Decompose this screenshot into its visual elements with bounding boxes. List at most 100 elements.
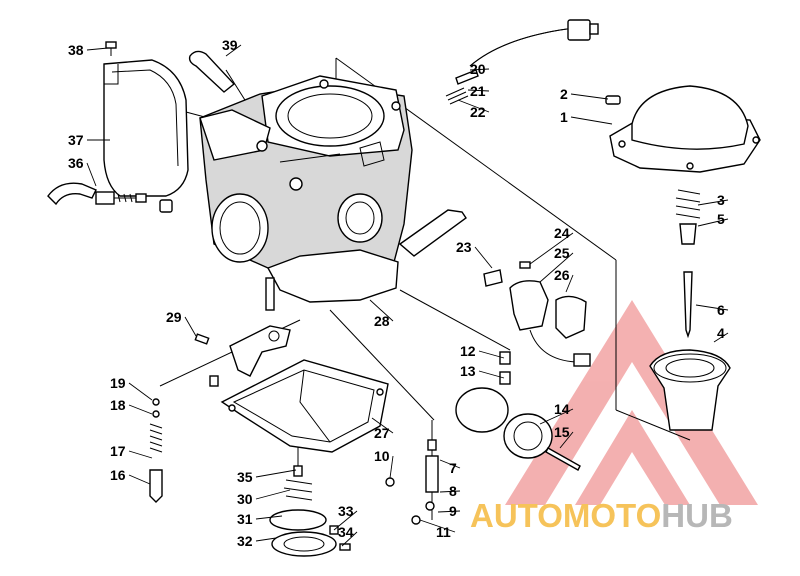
leader-line-11: [419, 519, 456, 533]
callout-number-32: 32: [237, 533, 253, 549]
carburetor-body: [199, 75, 467, 311]
leader-line-10: [389, 455, 394, 479]
watermark-part-b: HUB: [661, 497, 733, 534]
center-line-valve: [399, 289, 511, 351]
leader-line-31: [255, 515, 283, 520]
leader-line-35: [255, 469, 297, 478]
callout-number-4: 4: [717, 325, 725, 341]
callout-layer: 1234567891011121314151617181920212223242…: [68, 37, 729, 549]
leader-line-23: [474, 246, 493, 269]
callout-number-16: 16: [110, 467, 126, 483]
callout-number-23: 23: [456, 239, 472, 255]
diaphragm-cap: [455, 387, 581, 471]
callout-number-13: 13: [460, 363, 476, 379]
leader-line-34: [341, 531, 358, 547]
callout-number-35: 35: [237, 469, 253, 485]
callout-number-6: 6: [717, 302, 725, 318]
callout-number-36: 36: [68, 155, 84, 171]
leader-line-24: [529, 232, 574, 265]
center-line-right-bottom: [615, 409, 691, 441]
callout-number-24: 24: [554, 225, 570, 241]
leader-line-38: [86, 47, 109, 51]
logo-triangle-outer: [505, 300, 758, 505]
callout-number-34: 34: [338, 524, 354, 540]
enrichener-valve: [483, 261, 591, 367]
leader-line-5: [697, 218, 729, 227]
callout-number-39: 39: [222, 37, 238, 53]
float-arm: [194, 325, 291, 387]
callout-number-30: 30: [237, 491, 253, 507]
center-line-drain: [329, 309, 435, 421]
logo-triangle-inner: [575, 410, 690, 505]
leader-line-8: [439, 490, 461, 493]
callout-number-25: 25: [554, 245, 570, 261]
leader-line-36: [86, 162, 97, 187]
watermark-part-a: AUTOMOTO: [470, 497, 662, 534]
leader-line-14: [539, 408, 574, 425]
callout-number-11: 11: [436, 524, 451, 540]
leader-line-39: [225, 44, 242, 57]
callout-number-8: 8: [449, 483, 457, 499]
leader-line-27: [371, 417, 394, 434]
leader-line-30: [255, 489, 291, 500]
sensor-lead: [445, 19, 599, 105]
vent-hose-assembly: [47, 182, 173, 213]
leader-line-12: [478, 350, 505, 359]
main-jet-parts: [385, 439, 439, 525]
callout-number-20: 20: [470, 61, 486, 77]
leader-line-32: [255, 537, 277, 542]
callout-number-21: 21: [470, 83, 486, 99]
fuel-hose: [188, 50, 236, 93]
callout-number-14: 14: [554, 401, 570, 417]
callout-number-27: 27: [374, 425, 390, 441]
callout-number-37: 37: [68, 132, 84, 148]
callout-number-9: 9: [449, 503, 457, 519]
accelerator-pump-parts: [269, 465, 351, 557]
leader-line-2: [570, 93, 609, 100]
leader-line-20: [469, 68, 490, 71]
side-cover: [103, 59, 189, 197]
leader-line-6: [695, 304, 729, 311]
callout-number-5: 5: [717, 211, 725, 227]
leader-line-19: [128, 382, 153, 401]
callout-number-18: 18: [110, 397, 126, 413]
leader-line-13: [478, 370, 505, 379]
callout-number-15: 15: [554, 424, 570, 440]
callout-number-2: 2: [560, 86, 568, 102]
leader-line-26: [565, 274, 574, 293]
callout-number-22: 22: [470, 104, 486, 120]
leader-line-33: [333, 510, 358, 531]
callout-number-17: 17: [110, 443, 126, 459]
watermark-text: AUTOMOTOHUB: [470, 497, 733, 535]
callout-number-7: 7: [449, 460, 457, 476]
leader-line-17: [128, 450, 153, 459]
leader-line-18: [128, 404, 153, 415]
callout-number-3: 3: [717, 192, 725, 208]
leader-line-22: [457, 99, 490, 113]
callout-number-28: 28: [374, 313, 390, 329]
leader-line-9: [437, 510, 461, 513]
watermark-logo: [505, 300, 758, 505]
leader-line-29: [184, 316, 197, 337]
callout-number-10: 10: [374, 448, 390, 464]
vacuum-piston: [649, 349, 731, 431]
callout-number-31: 31: [237, 511, 253, 527]
leader-line-3: [697, 199, 729, 206]
clip-parts: [499, 351, 511, 385]
callout-number-1: 1: [560, 109, 568, 125]
leader-line-16: [128, 474, 151, 485]
callout-number-12: 12: [460, 343, 476, 359]
float-bowl: [220, 359, 389, 453]
leader-line-25: [539, 252, 574, 283]
top-cover: [605, 85, 761, 173]
leader-line-21: [467, 89, 490, 92]
callout-number-38: 38: [68, 42, 84, 58]
leader-line-1: [570, 116, 613, 125]
cover-screw: [105, 41, 117, 56]
callout-number-29: 29: [166, 309, 182, 325]
callout-number-26: 26: [554, 267, 570, 283]
leader-line-28: [369, 299, 394, 322]
leader-line-7: [439, 459, 461, 469]
